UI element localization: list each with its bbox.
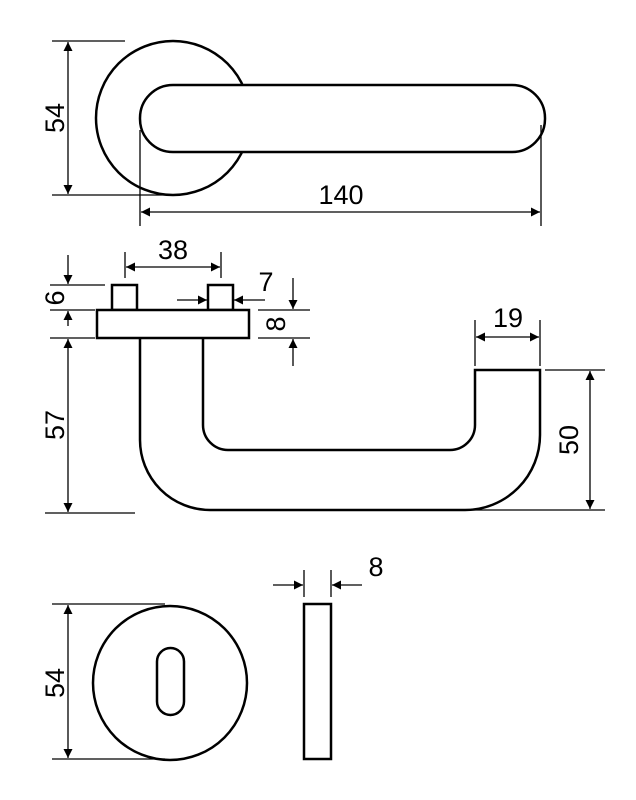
dim-label: 8 — [368, 552, 383, 582]
dim-label: 54 — [40, 103, 70, 133]
dim-label: 6 — [40, 290, 70, 305]
dim-label: 57 — [40, 410, 70, 440]
dim-plate-thickness: 8 — [258, 278, 310, 366]
dim-label: 8 — [261, 316, 291, 331]
dim-label: 19 — [493, 303, 523, 333]
dim-label: 140 — [318, 180, 363, 210]
dim-grip-height: 50 — [465, 369, 605, 511]
dim-pin-spacing: 38 — [124, 235, 222, 278]
dim-label: 54 — [40, 668, 70, 698]
lever-top — [138, 83, 547, 154]
pin-right — [206, 283, 235, 312]
base-plate — [95, 308, 251, 340]
pin-left — [110, 283, 139, 312]
dim-pin-height: 6 — [40, 255, 105, 339]
dim-label: 7 — [258, 267, 273, 297]
dim-label: 50 — [554, 425, 584, 455]
dim-escutcheon-diameter: 54 — [40, 603, 165, 760]
lever-side — [138, 338, 542, 512]
keyhole — [155, 646, 186, 717]
dim-label: 38 — [158, 235, 188, 265]
escutcheon-side — [302, 602, 333, 761]
dim-grip-width: 19 — [474, 303, 541, 366]
side-view: 38 7 8 6 57 — [40, 235, 605, 514]
dim-escutcheon-thickness: 8 — [273, 552, 384, 597]
dim-length-top: 140 — [139, 125, 542, 226]
dim-projection: 57 — [40, 339, 135, 514]
dim-pin-width: 7 — [177, 267, 274, 305]
dim-height-top: 54 — [40, 40, 170, 196]
top-view: 54 140 — [40, 39, 547, 226]
escutcheon-view: 54 8 — [40, 552, 384, 762]
